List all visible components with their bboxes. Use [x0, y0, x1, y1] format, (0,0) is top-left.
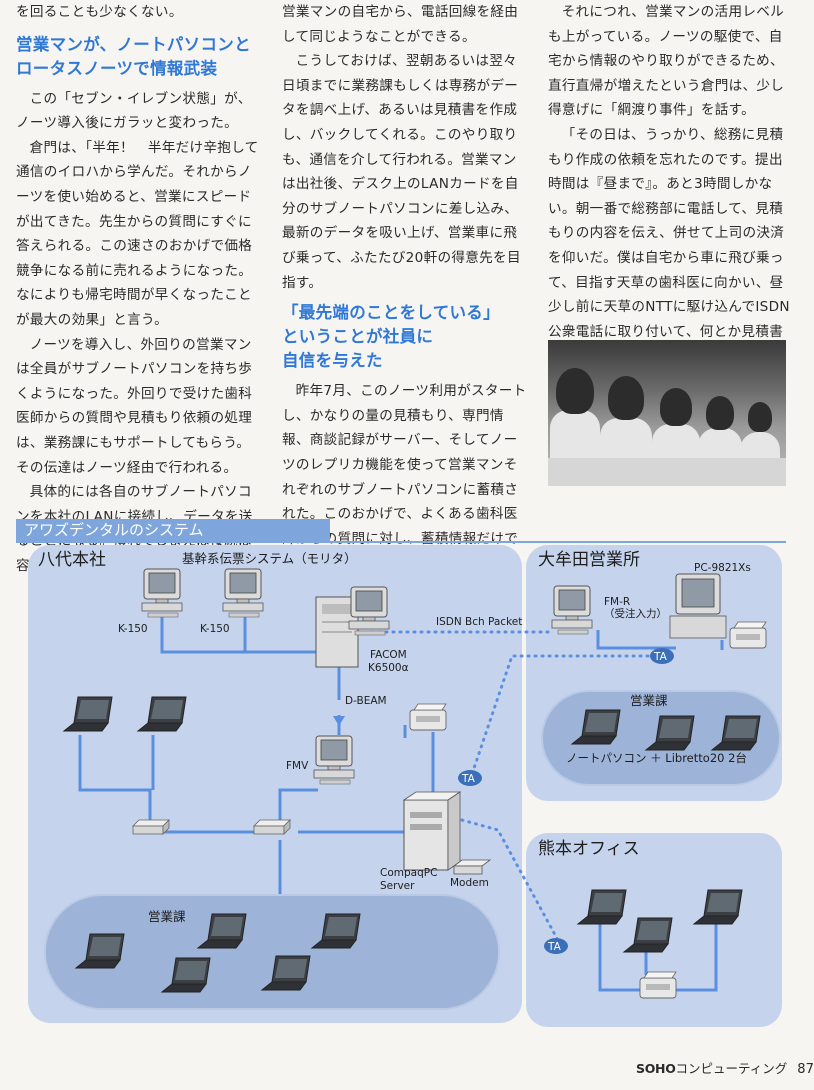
modem-label: Modem	[450, 877, 489, 889]
photo-figure	[706, 396, 734, 430]
photo-table	[548, 458, 786, 486]
paragraph: この「セブン・イレブン状態」が、ノーツ導入後にガラッと変わった。	[16, 90, 252, 132]
kikan-system-label: 基幹系伝票システム（モリタ）	[182, 551, 357, 566]
k150-label: K-150	[200, 623, 230, 635]
photo-figure	[660, 388, 692, 426]
paragraph: 倉門は、「半年！ 半年だけ辛抱して通信のイロハから学んだ。それからノーツを使い始…	[16, 139, 259, 328]
paragraph: それにつれ、営業マンの活用レベルも上がっている。ノーツの駆使で、自宅から情報のや…	[548, 4, 785, 119]
magazine-name: コンピューティング	[675, 1061, 788, 1076]
heading-line: ロータスノーツで情報武装	[16, 58, 218, 78]
heading-line: 自信を与えた	[282, 351, 383, 371]
omuta-label: 大牟田営業所	[538, 550, 640, 570]
paragraph: を回ることも少なくない。	[16, 4, 183, 20]
paragraph: 営業マンの自宅から、電話回線を経由して同じようなことができる。	[282, 4, 519, 45]
fmr-role-label: （受注入力）	[604, 608, 667, 620]
k150-label: K-150	[118, 623, 148, 635]
heading-line: 「最先端のことをしている」	[282, 303, 500, 323]
dbeam-label: D-BEAM	[345, 695, 387, 707]
pc9821-label: PC-9821Xs	[694, 562, 751, 574]
ta-label: TA	[654, 651, 667, 663]
isdn-label: ISDN Bch Packet	[436, 616, 523, 628]
section-heading-1: 営業マンが、ノートパソコンと ロータスノーツで情報武装	[16, 33, 264, 81]
photo-figure	[556, 368, 594, 414]
server-label: Server	[380, 880, 415, 892]
page-number: 87	[797, 1062, 814, 1077]
kumamoto-label: 熊本オフィス	[538, 839, 640, 859]
heading-line: ということが社員に	[282, 327, 434, 347]
magazine-brand: SOHO	[636, 1061, 676, 1076]
heading-line: 営業マンが、ノートパソコンと	[16, 34, 251, 54]
sales-dept-label-omuta: 営業課	[630, 693, 668, 708]
diagram-title: アワズデンタルのシステム	[16, 519, 330, 541]
fmv-label: FMV	[286, 760, 309, 772]
yatsushiro-label: 八代本社	[38, 550, 106, 570]
ta-label: TA	[462, 773, 475, 785]
fmr-label: FM-R	[604, 596, 631, 608]
ta-label: TA	[548, 941, 561, 953]
photo-figure	[608, 376, 644, 420]
staff-photo	[548, 340, 786, 486]
section-heading-2: 「最先端のことをしている」 ということが社員に 自信を与えた	[282, 301, 530, 373]
diagram-rule	[16, 541, 786, 543]
sales-dept-label: 営業課	[148, 909, 186, 924]
page-footer: SOHOコンピューティング 87	[636, 1061, 814, 1078]
facom-label: FACOM	[370, 649, 407, 661]
compaq-label: CompaqPC	[380, 867, 438, 879]
paragraph: こうしておけば、翌朝あるいは翌々日頃までに業務課もしくは専務がデータを調べ上げ、…	[282, 53, 521, 291]
text-column-1: を回ることも少なくない。 営業マンが、ノートパソコンと ロータスノーツで情報武装…	[16, 0, 264, 578]
notebook-libretto-label: ノートパソコン ＋ Libretto20 2台	[566, 751, 747, 765]
photo-figure	[748, 402, 772, 432]
facom-model-label: K6500α	[368, 662, 409, 674]
paragraph: ノーツを導入し、外回りの営業マンは全員がサブノートパソコンを持ち歩くようになった…	[16, 336, 253, 476]
